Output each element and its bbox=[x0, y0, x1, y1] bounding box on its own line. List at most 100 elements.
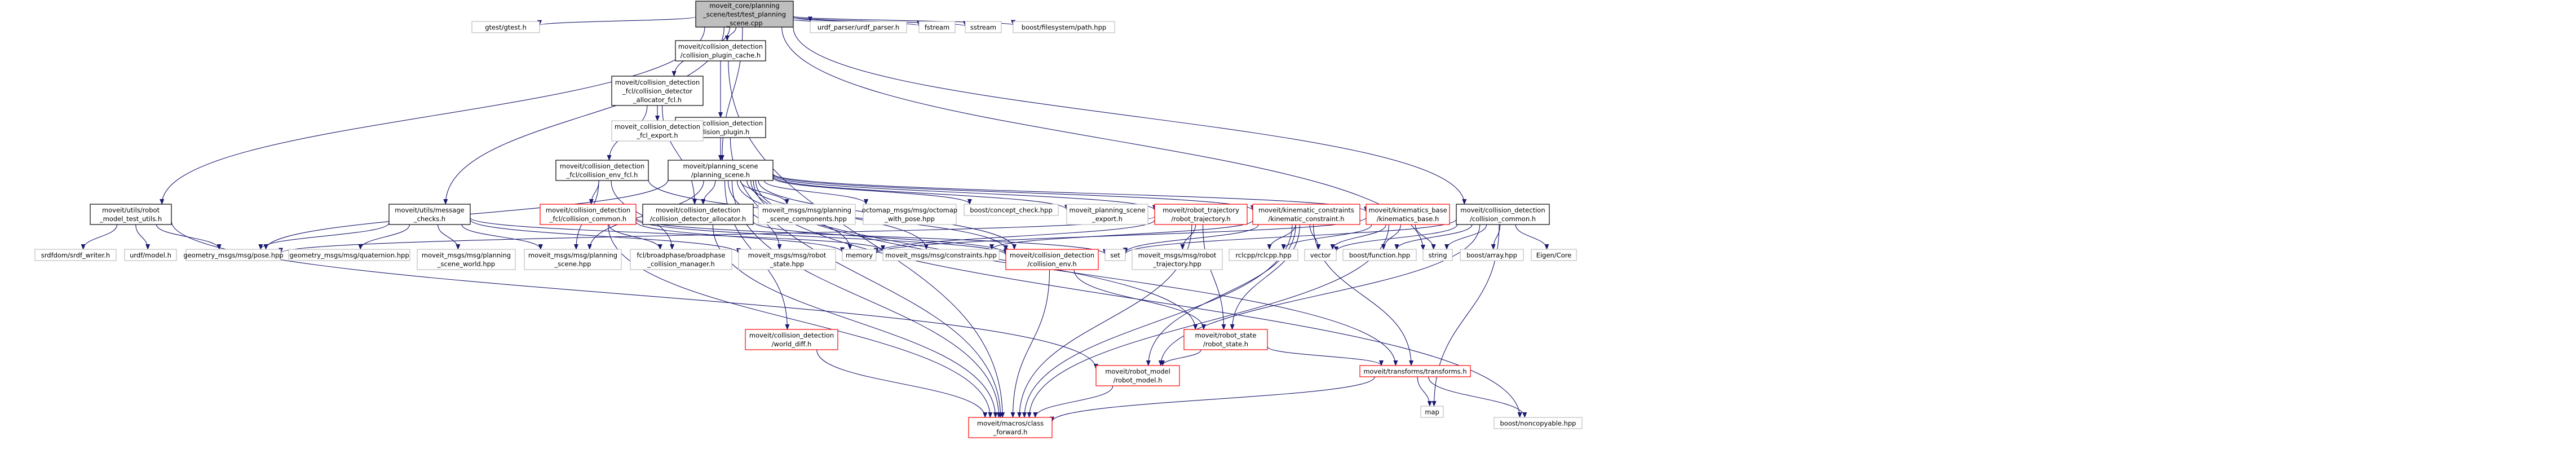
edge-fcl_common-to-broadphase bbox=[608, 224, 662, 250]
edge-cd_common-to-set bbox=[1123, 219, 1457, 255]
node-label-line: moveit_planning_scene bbox=[1070, 206, 1146, 214]
node-label-line: _fcl/collision_env_fcl.h bbox=[566, 171, 638, 179]
node-class-forward[interactable]: moveit/macros/class_forward.h bbox=[968, 417, 1053, 438]
node-box bbox=[1066, 204, 1148, 225]
node-collision-env[interactable]: moveit/collision_detection/collision_env… bbox=[1005, 249, 1099, 270]
node-robot-state[interactable]: moveit/robot_state/robot_state.h bbox=[1183, 329, 1268, 350]
node-label-line: /robot_model.h bbox=[1114, 376, 1163, 384]
node-label-line: memory bbox=[846, 251, 873, 259]
node-label-line: set bbox=[1110, 251, 1120, 259]
node-label-line: _scene_components.hpp bbox=[766, 215, 847, 223]
node-label-line: boost/noncopyable.hpp bbox=[1500, 419, 1576, 427]
edge-message_checks-to-msg_robot_state bbox=[470, 219, 741, 254]
edge-robot_state-to-robot_model bbox=[1160, 349, 1201, 366]
node-kin-base[interactable]: moveit/kinematics_base/kinematics_base.h bbox=[1366, 204, 1450, 225]
node-label-line: moveit/collision_detection bbox=[678, 43, 763, 51]
node-box bbox=[1359, 365, 1471, 377]
node-label-line: boost/function.hpp bbox=[1349, 251, 1410, 259]
node-label-line: moveit/utils/message bbox=[395, 206, 464, 214]
edge-root-to-urdf_parser bbox=[793, 16, 812, 23]
node-label-line: octomap_msgs/msg/octomap bbox=[862, 206, 957, 214]
node-box bbox=[524, 249, 622, 270]
node-box bbox=[842, 249, 877, 261]
node-message-checks[interactable]: moveit/utils/message_checks.h bbox=[388, 204, 471, 225]
node-box bbox=[964, 204, 1059, 216]
node-sstream: sstream bbox=[965, 21, 1002, 33]
edge-transforms-to-class_forward bbox=[1050, 376, 1375, 422]
edge-cd_common-to-boost_array bbox=[1491, 224, 1501, 250]
node-label-line: _fcl_export.h bbox=[636, 131, 678, 139]
edge-kin_base-to-boost_function bbox=[1381, 224, 1402, 250]
edge-cd_common-to-string bbox=[1444, 224, 1487, 250]
node-box bbox=[1460, 249, 1524, 261]
node-gtest: gtest/gtest.h bbox=[471, 21, 540, 33]
node-planning-scene[interactable]: moveit/planning_scene/planning_scene.h bbox=[668, 160, 774, 181]
edge-collision_env-to-class_forward bbox=[1010, 269, 1050, 418]
node-label-line: urdf/model.h bbox=[130, 251, 171, 259]
node-box bbox=[1154, 204, 1248, 225]
node-box bbox=[738, 249, 836, 270]
node-label-line: _checks.h bbox=[413, 215, 445, 223]
node-cd-common[interactable]: moveit/collision_detection/collision_com… bbox=[1456, 204, 1550, 225]
node-box bbox=[675, 40, 766, 61]
node-box bbox=[1420, 406, 1444, 418]
node-detector-alloc[interactable]: moveit/collision_detection/collision_det… bbox=[642, 204, 754, 225]
edge-kin_constraint-to-vector bbox=[1309, 224, 1321, 250]
node-map: map bbox=[1420, 406, 1444, 418]
node-robot-test-utils[interactable]: moveit/utils/robot_model_test_utils.h bbox=[90, 204, 172, 225]
node-eigen-core: Eigen/Core bbox=[1531, 249, 1577, 261]
node-label-line: _fcl/collision_detector bbox=[622, 87, 692, 95]
node-transforms[interactable]: moveit/transforms/transforms.h bbox=[1359, 365, 1471, 377]
node-label-line: _scene.cpp bbox=[726, 19, 762, 27]
node-env-fcl[interactable]: moveit/collision_detection_fcl/collision… bbox=[555, 160, 649, 181]
node-root[interactable]: moveit_core/planning_scene/test/test_pla… bbox=[695, 1, 794, 28]
edge-robot_model-to-class_forward bbox=[1033, 385, 1114, 418]
node-box bbox=[1095, 365, 1180, 386]
node-box bbox=[1366, 204, 1450, 225]
node-label-line: moveit/collision_detection bbox=[656, 206, 740, 214]
edge-kin_base-to-string bbox=[1415, 224, 1436, 250]
node-box bbox=[90, 204, 172, 225]
node-label-line: /planning_scene.h bbox=[691, 171, 750, 179]
node-label-line: sstream bbox=[970, 23, 996, 31]
node-box bbox=[124, 249, 177, 261]
edge-cd_common-to-boost_function bbox=[1394, 224, 1473, 250]
node-label-line: string bbox=[1428, 251, 1447, 259]
node-fcl-common[interactable]: moveit/collision_detection_fcl/collision… bbox=[540, 204, 637, 225]
node-vector: vector bbox=[1304, 249, 1337, 261]
node-label-line: gtest/gtest.h bbox=[485, 23, 527, 31]
node-label-line: /kinematic_constraint.h bbox=[1269, 215, 1345, 223]
node-label-line: /collision_detector_allocator.h bbox=[650, 215, 746, 223]
node-robot-trajectory[interactable]: moveit/robot_trajectory/robot_trajectory… bbox=[1154, 204, 1248, 225]
node-world-diff[interactable]: moveit/collision_detection/world_diff.h bbox=[745, 329, 838, 350]
node-label-line: moveit/collision_detection bbox=[615, 78, 700, 86]
node-robot-model[interactable]: moveit/robot_model/robot_model.h bbox=[1095, 365, 1180, 386]
node-label-line: _fcl/collision_common.h bbox=[549, 215, 626, 223]
node-msg-robot-traj: moveit_msgs/msg/robot_trajectory.hpp bbox=[1132, 249, 1223, 270]
node-label-line: Eigen/Core bbox=[1536, 251, 1572, 259]
edge-transforms-to-noncopyable bbox=[1428, 376, 1527, 418]
edge-kin_constraint-to-transforms bbox=[1313, 224, 1414, 366]
edge-planning_scene-to-concept_check bbox=[772, 177, 972, 205]
node-box bbox=[1494, 417, 1583, 429]
node-label-line: /robot_trajectory.h bbox=[1171, 215, 1230, 223]
node-label-line: moveit_msgs/msg/planning bbox=[528, 252, 617, 259]
node-msg-ps: moveit_msgs/msg/planning_scene.hpp bbox=[524, 249, 622, 270]
node-label-line: moveit_msgs/msg/robot bbox=[1138, 252, 1217, 259]
node-label-line: moveit/planning_scene bbox=[683, 162, 758, 170]
node-label-line: map bbox=[1425, 408, 1439, 416]
node-label-line: geometry_msgs/msg/quaternion.hpp bbox=[289, 251, 409, 259]
node-box bbox=[882, 249, 1000, 261]
edge-kin_base-to-class_forward bbox=[1027, 224, 1389, 418]
node-label-line: /kinematics_base.h bbox=[1377, 215, 1439, 223]
node-box bbox=[1013, 21, 1115, 33]
node-kin-constraint[interactable]: moveit/kinematic_constraints/kinematic_c… bbox=[1252, 204, 1360, 225]
node-alloc-fcl[interactable]: moveit/collision_detection_fcl/collision… bbox=[611, 76, 704, 106]
edge-message_checks-to-geom_quat bbox=[358, 224, 410, 250]
node-label-line: boost/array.hpp bbox=[1466, 251, 1517, 259]
node-box bbox=[745, 329, 838, 350]
node-box bbox=[1104, 249, 1126, 261]
node-cplugin-cache[interactable]: moveit/collision_detection/collision_plu… bbox=[675, 40, 766, 61]
node-label-line: fcl/broadphase/broadphase bbox=[637, 252, 725, 259]
node-box bbox=[668, 160, 774, 181]
